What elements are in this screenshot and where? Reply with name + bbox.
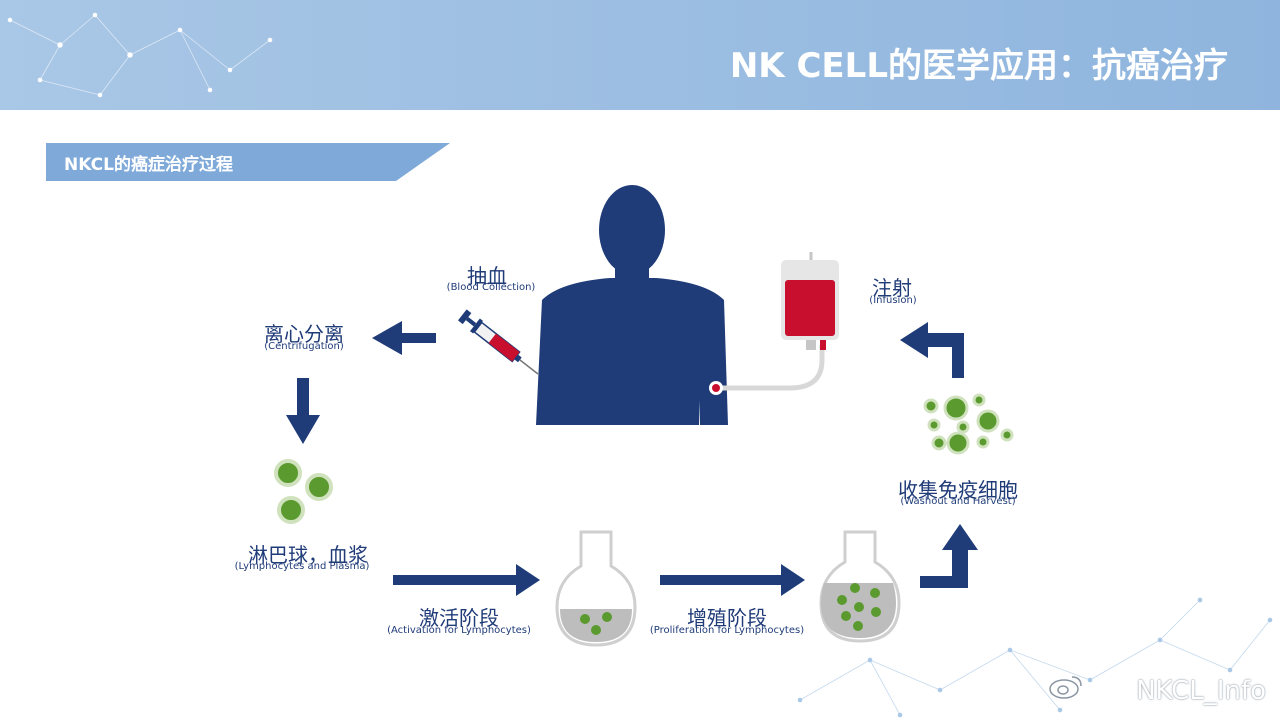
watermark-text: NKCL_Info: [1136, 676, 1266, 706]
arrow-right-2: [660, 564, 805, 596]
label-activation: 激活阶段: [419, 606, 499, 630]
header-banner: [0, 0, 1280, 110]
label-activation-en: (Activation for Lymphocytes): [387, 625, 531, 636]
harvested-cells: [923, 393, 1014, 455]
page-title: NK CELL的医学应用：抗癌治疗: [729, 46, 1228, 86]
label-harvest-en: (Washout and Harvest): [900, 496, 1016, 507]
flask-activation: [555, 530, 637, 647]
iv-bag: [709, 252, 839, 395]
arrow-down: [286, 378, 320, 444]
arrow-elbow-up: [920, 524, 978, 588]
flask-proliferation: [819, 530, 901, 643]
flow-arrows: [286, 321, 978, 596]
label-blood-collection: 抽血: [467, 264, 507, 288]
human-figure: [536, 185, 728, 425]
label-proliferation: 增殖阶段: [687, 606, 767, 630]
label-harvest: 收集免疫细胞: [898, 478, 1018, 502]
arrow-elbow-left: [900, 322, 964, 378]
lymphocyte-cells: [274, 459, 333, 524]
label-proliferation-en: (Proliferation for Lymphocytes): [649, 625, 805, 636]
section-banner: [46, 143, 450, 181]
label-infusion-en: (Infusion): [869, 295, 917, 306]
label-lymphocytes-plasma: 淋巴球，血浆: [248, 543, 368, 567]
weibo-icon: [1049, 676, 1082, 699]
syringe-icon: [458, 309, 539, 375]
label-blood-collection-en: (Blood Collection): [446, 282, 536, 293]
label-centrifugation-en: (Centrifugation): [264, 341, 344, 352]
arrow-left: [372, 321, 436, 355]
label-lymphocytes-plasma-en: (Lymphocytes and Plasma): [234, 561, 370, 572]
arrow-right-1: [393, 564, 540, 596]
label-centrifugation: 离心分离: [264, 322, 344, 346]
label-infusion: 注射: [872, 276, 912, 300]
section-label: NKCL的癌症治疗过程: [64, 155, 233, 175]
